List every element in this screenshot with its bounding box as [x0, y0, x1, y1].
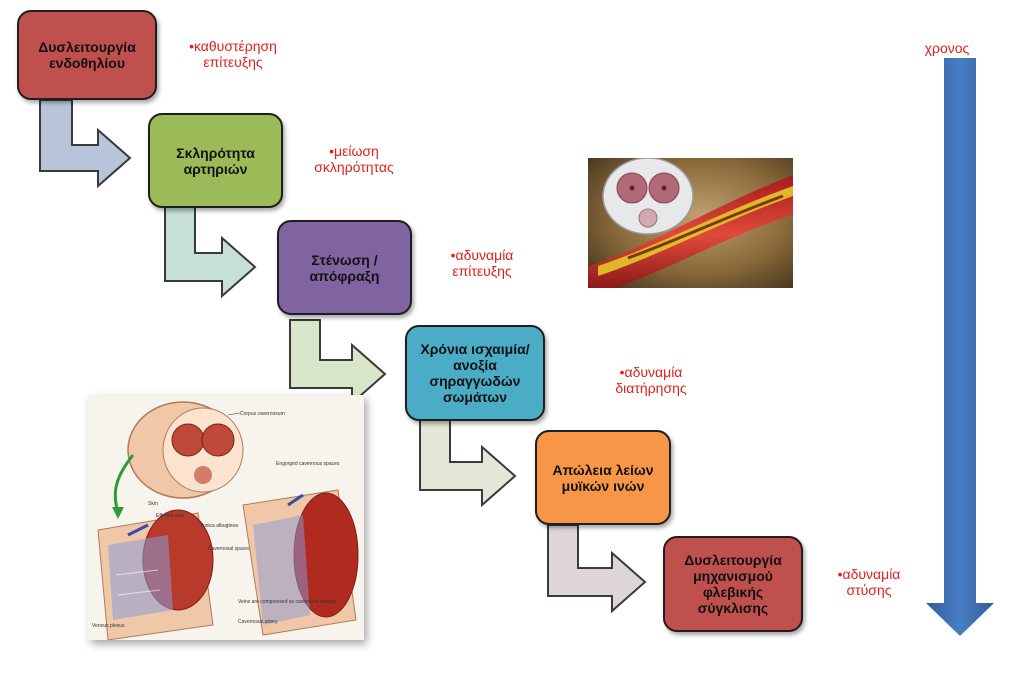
note-1: •καθυστέρηση επίτευξης	[189, 38, 277, 70]
label-artery: Cavernosal artery	[238, 619, 278, 625]
connector-arrow-3	[289, 319, 387, 406]
step-label-3: Στένωση /απόφραξη	[309, 251, 380, 284]
step-box-5: Απώλεια λείων μυϊκών ινών	[535, 430, 671, 525]
label-skin: Skin	[148, 501, 158, 507]
step-box-1: Δυσλειτουργία ενδοθηλίου	[17, 10, 157, 100]
note-2: •μείωση σκληρότητας	[314, 143, 394, 175]
step-box-6: Δυσλειτουργία μηχανισμού φλεβικής σύγκλι…	[663, 536, 803, 632]
step-box-2: Σκληρότητα αρτηριών	[148, 113, 283, 208]
step-box-3: Στένωση /απόφραξη	[277, 220, 412, 315]
label-spaces: Cavernosal spaces	[208, 546, 251, 552]
step-label-4: Χρόνια ισχαιμία/ανοξία σηραγγωδών σωμάτω…	[420, 341, 530, 405]
note-5: •αδυναμία στύσης	[837, 566, 901, 598]
label-plexus: Venous plexus	[92, 623, 125, 629]
connector-arrow-4	[419, 419, 517, 508]
label-corpus: Corpus cavernosum	[240, 411, 285, 417]
label-efferent: Efferent vein	[156, 513, 184, 519]
label-engorged: Engorged cavernous spaces	[276, 461, 340, 467]
time-label: χρονος	[924, 40, 970, 56]
time-arrow	[926, 58, 994, 636]
step-box-4: Χρόνια ισχαιμία/ανοξία σηραγγωδών σωμάτω…	[405, 325, 545, 421]
step-label-2: Σκληρότητα αρτηριών	[176, 144, 255, 177]
step-label-5: Απώλεια λείων μυϊκών ινών	[552, 461, 654, 494]
step-label-6: Δυσλειτουργία μηχανισμού φλεβικής σύγκλι…	[684, 552, 782, 616]
connector-arrow-2	[164, 204, 257, 299]
erection-anatomy-illustration: Corpus cavernosum Skin Efferent vein Tun…	[88, 395, 364, 640]
artery-cross-section-image	[588, 158, 793, 288]
connector-arrow-1	[39, 99, 132, 189]
connector-arrow-5	[547, 524, 647, 614]
note-3: •αδυναμία επίτευξης	[450, 247, 514, 279]
note-4: •αδυναμία διατήρησης	[615, 364, 687, 396]
label-veins: Veins are compressed as cavernosa enlarg…	[238, 599, 337, 605]
step-label-1: Δυσλειτουργία ενδοθηλίου	[38, 39, 136, 71]
label-tunica: Tunica albuginea	[200, 523, 238, 529]
